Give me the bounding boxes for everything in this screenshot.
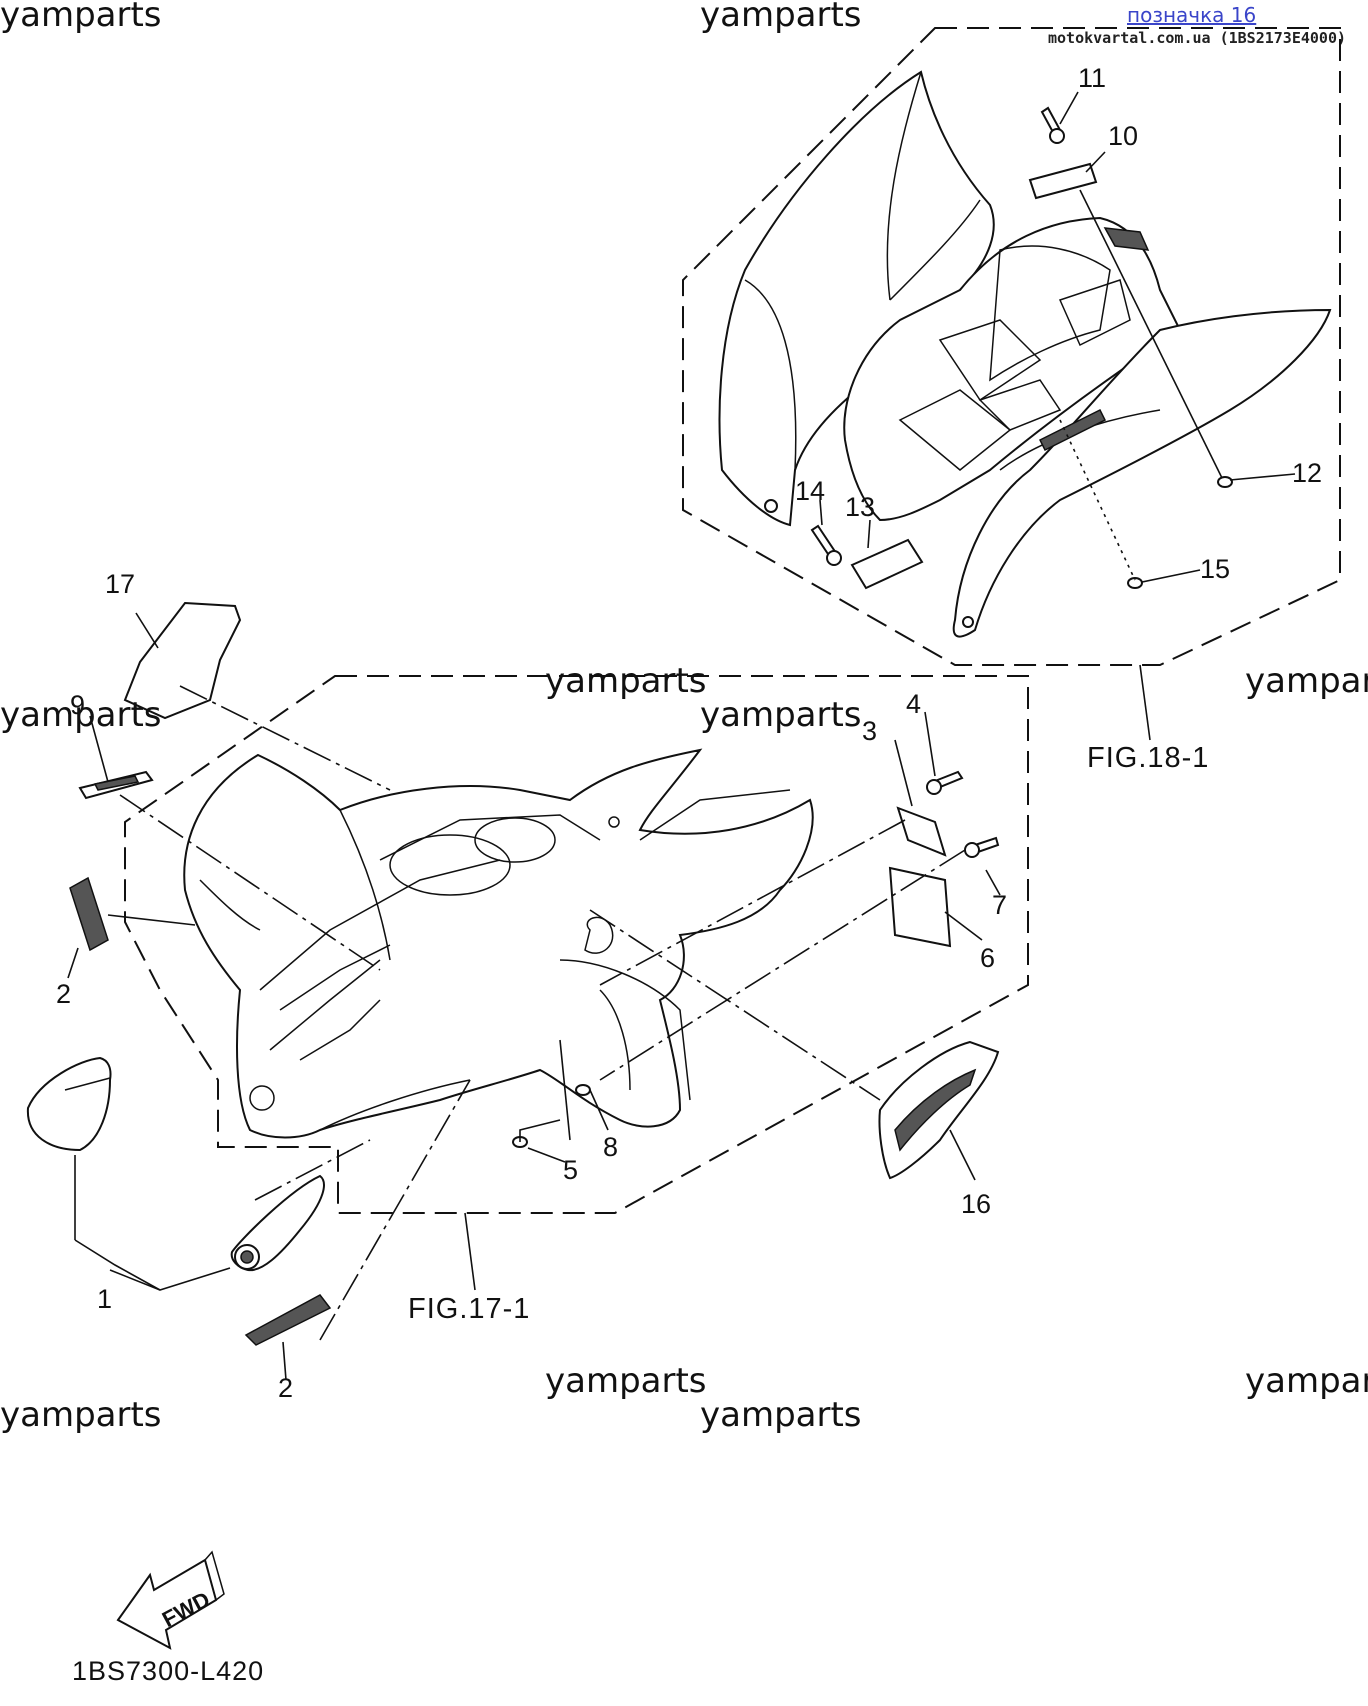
- decal-2-upper: [69, 876, 109, 952]
- watermark: yamparts: [545, 1361, 707, 1401]
- callout-11: 11: [1078, 63, 1106, 93]
- callout-13: 13: [845, 492, 875, 522]
- watermark: yampar: [1245, 661, 1368, 701]
- callout-17: 17: [105, 569, 135, 599]
- callout-4: 4: [906, 689, 921, 719]
- forward-arrow-icon: FWD: [116, 1550, 225, 1650]
- rear-fender-left-wing: [718, 70, 995, 527]
- diagram-code: 1BS7300-L420: [72, 1656, 264, 1686]
- cover-lower-left: [26, 1056, 112, 1152]
- plate-6: [888, 866, 952, 948]
- callout-7: 7: [992, 890, 1007, 920]
- callout-3: 3: [862, 716, 877, 746]
- watermark: yamparts: [700, 0, 862, 35]
- callout-14: 14: [795, 476, 825, 506]
- callout-16: 16: [961, 1189, 991, 1219]
- source-note: motokvartal.com.ua (1BS2173E4000): [1048, 29, 1346, 47]
- rear-group-outline: [682, 27, 1341, 666]
- watermark: yamparts: [545, 661, 707, 701]
- front-fender-shell: [183, 748, 814, 1139]
- watermark: yamparts: [700, 1395, 862, 1435]
- rear-fender-group: [682, 27, 1341, 741]
- fig-ref-front: FIG.17-1: [408, 1293, 530, 1325]
- callout-6: 6: [980, 943, 995, 973]
- callout-15: 15: [1200, 554, 1230, 584]
- front-fender-group: [26, 601, 1029, 1381]
- callout-5: 5: [563, 1155, 578, 1185]
- decal-16: [878, 1040, 1000, 1180]
- decal-17: [123, 601, 242, 720]
- callout-8: 8: [603, 1132, 618, 1162]
- callout-2-lower: 2: [278, 1373, 293, 1403]
- rear-nut-15: [1127, 577, 1143, 589]
- fig-ref-rear: FIG.18-1: [1087, 742, 1209, 774]
- reference-link[interactable]: позначка 16: [1127, 3, 1256, 27]
- front-group-outline: [124, 675, 1029, 1214]
- nut-8: [575, 1084, 591, 1096]
- watermark: yamparts: [700, 695, 862, 735]
- rear-plate-13: [850, 538, 924, 590]
- rear-fender-right-wing: [952, 308, 1332, 638]
- callout-12: 12: [1292, 458, 1322, 488]
- watermark: yamparts: [0, 1395, 162, 1435]
- watermark: yamparts: [0, 0, 162, 35]
- plate-3: [896, 806, 947, 857]
- watermark: yamparts: [0, 695, 162, 735]
- watermark: yampar: [1245, 1361, 1368, 1401]
- rear-fender-body: [843, 216, 1182, 522]
- rear-plate-10: [1028, 162, 1098, 200]
- callout-1: 1: [97, 1284, 112, 1314]
- rear-nut-12: [1217, 476, 1233, 488]
- decal-2-lower: [244, 1294, 332, 1346]
- callout-2-upper: 2: [56, 979, 71, 1009]
- callout-9: 9: [70, 690, 85, 720]
- callout-10: 10: [1108, 121, 1138, 151]
